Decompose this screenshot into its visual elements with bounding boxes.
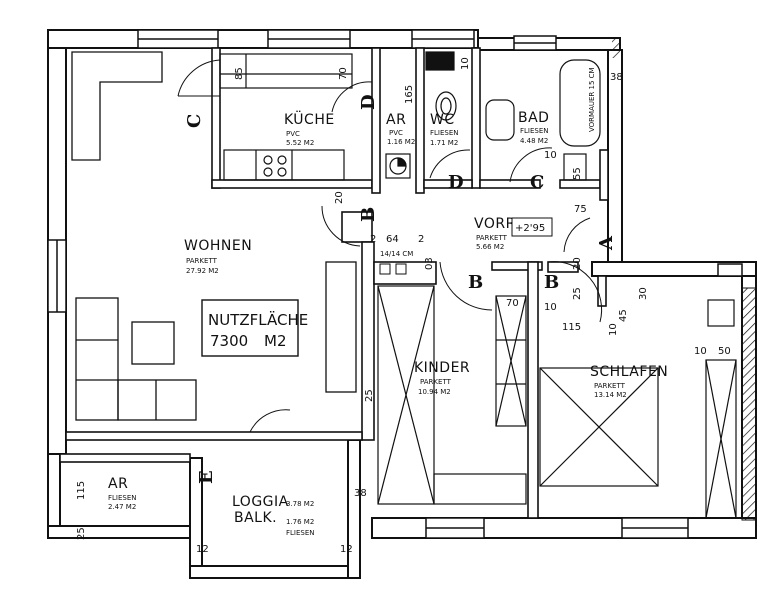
dim-115-ar: 115 (76, 481, 87, 500)
room-loggia-name2: BALK. (234, 510, 277, 526)
level-value: +2'95 (515, 223, 545, 234)
dim-115-vorr: 115 (562, 322, 581, 333)
level-box (511, 217, 553, 237)
room-bad-name: BAD (518, 110, 549, 126)
vormauer-note: VORMAUER 15 CM (588, 67, 596, 132)
shaft-1 (379, 263, 391, 275)
dim-45: 45 (618, 309, 629, 322)
room-bad-floor: FLIESEN (520, 127, 549, 135)
dimension-labels: 85 70 165 10 38 10 55 75 20 64 2 2 03 20… (76, 57, 731, 555)
room-wc-area: 1.71 M2 (430, 139, 458, 147)
dim-165: 165 (404, 85, 415, 104)
dim-64: 64 (386, 234, 399, 245)
room-wohnen-floor: PARKETT (186, 257, 218, 265)
door-letter-d-wc: D (448, 172, 464, 193)
dim-2-right: 2 (418, 234, 424, 245)
wall-hatching (612, 38, 757, 521)
room-vorr-floor: PARKETT (476, 234, 508, 242)
nutzflaeche-label: NUTZFLÄCHE (208, 310, 308, 329)
room-bad-area: 4.48 M2 (520, 137, 548, 145)
room-schlafen-floor: PARKETT (594, 382, 626, 390)
nutzflaeche-unit: M2 (264, 332, 287, 350)
shaft-2 (395, 263, 407, 275)
room-ar-bottom-area: 2.47 M2 (108, 503, 136, 511)
room-wohnen-area: 27.92 M2 (186, 267, 219, 275)
room-kueche-area: 5.52 M2 (286, 139, 314, 147)
dim-20-vorr: 20 (572, 257, 583, 270)
dim-10-kinder: 10 (544, 302, 557, 313)
room-ar-bottom-floor: FLIESEN (108, 494, 137, 502)
dim-38-top: 38 (610, 72, 623, 83)
room-ar-top-area: 1.16 M2 (387, 138, 415, 146)
room-vorr-area: 5.66 M2 (476, 243, 504, 251)
room-ar-top-floor: PVC (389, 129, 403, 137)
dim-25-kinder: 25 (364, 389, 375, 402)
room-wc-floor: FLIESEN (430, 129, 459, 137)
room-ar-bottom-name: AR (108, 476, 128, 492)
room-kueche-name: KÜCHE (284, 110, 335, 128)
dim-38-loggia: 38 (354, 488, 367, 499)
windows (47, 29, 743, 539)
door-letter-b-kinder: B (468, 272, 483, 293)
dim-75: 75 (574, 204, 587, 215)
bathroom-fixtures (385, 51, 601, 181)
kitchen-counter (219, 53, 353, 181)
door-letter-a-schlafen-entry: A (596, 235, 617, 251)
dim-30: 30 (638, 287, 649, 300)
room-loggia-name1: LOGGIA (232, 494, 289, 510)
room-schlafen-name: SCHLAFEN (590, 364, 668, 380)
room-kinder-area: 10.94 M2 (418, 388, 451, 396)
door-letter-c-kueche: C (184, 114, 205, 128)
dim-12-left: 12 (196, 544, 209, 555)
room-wohnen-name: WOHNEN (184, 238, 252, 254)
dim-10-bad: 10 (544, 150, 557, 161)
dim-12-right: 12 (340, 544, 353, 555)
dim-10-sch-right: 10 (694, 346, 707, 357)
dim-85: 85 (234, 67, 245, 80)
dim-25-vorr: 25 (572, 287, 583, 300)
dim-2-left: 2 (370, 234, 376, 245)
dim-50: 50 (718, 346, 731, 357)
door-letter-b-schlafen: B (544, 272, 559, 293)
shaft-size: 14/14 CM (380, 250, 413, 258)
bedroom-furniture (377, 285, 737, 519)
interior-walls (59, 47, 609, 519)
dim-03: 03 (424, 257, 435, 270)
door-letter-e-ar: E (196, 470, 217, 484)
dim-70: 70 (338, 67, 349, 80)
room-ar-top-name: AR (386, 112, 406, 128)
room-kinder-name: KINDER (414, 360, 470, 376)
door-letter-b-wohnen: B (358, 207, 379, 222)
dim-10-schlafen: 10 (608, 323, 619, 336)
door-letter-c-bad: C (530, 172, 544, 193)
room-vorr-name: VORR. (474, 216, 520, 232)
room-schlafen-area: 13.14 M2 (594, 391, 627, 399)
room-kinder-floor: PARKETT (420, 378, 452, 386)
dim-70-kinder: 70 (506, 298, 519, 309)
room-kueche-floor: PVC (286, 130, 300, 138)
room-loggia-area2: 1.76 M2 (286, 518, 314, 526)
dim-20-wohnen: 20 (334, 191, 345, 204)
nutzflaeche-box (201, 299, 299, 357)
sofa (71, 51, 357, 421)
door-swings (177, 59, 603, 433)
nutzflaeche-value: 7300 (210, 332, 248, 350)
door-letter-d-ar: D (358, 94, 379, 110)
room-wc-name: WC (430, 112, 455, 128)
room-loggia-area1: 3.78 M2 (286, 500, 314, 508)
room-loggia-floor: FLIESEN (286, 529, 315, 537)
dim-55: 55 (572, 167, 583, 180)
dim-10-top: 10 (460, 57, 471, 70)
dim-25-ar: 25 (76, 527, 87, 540)
